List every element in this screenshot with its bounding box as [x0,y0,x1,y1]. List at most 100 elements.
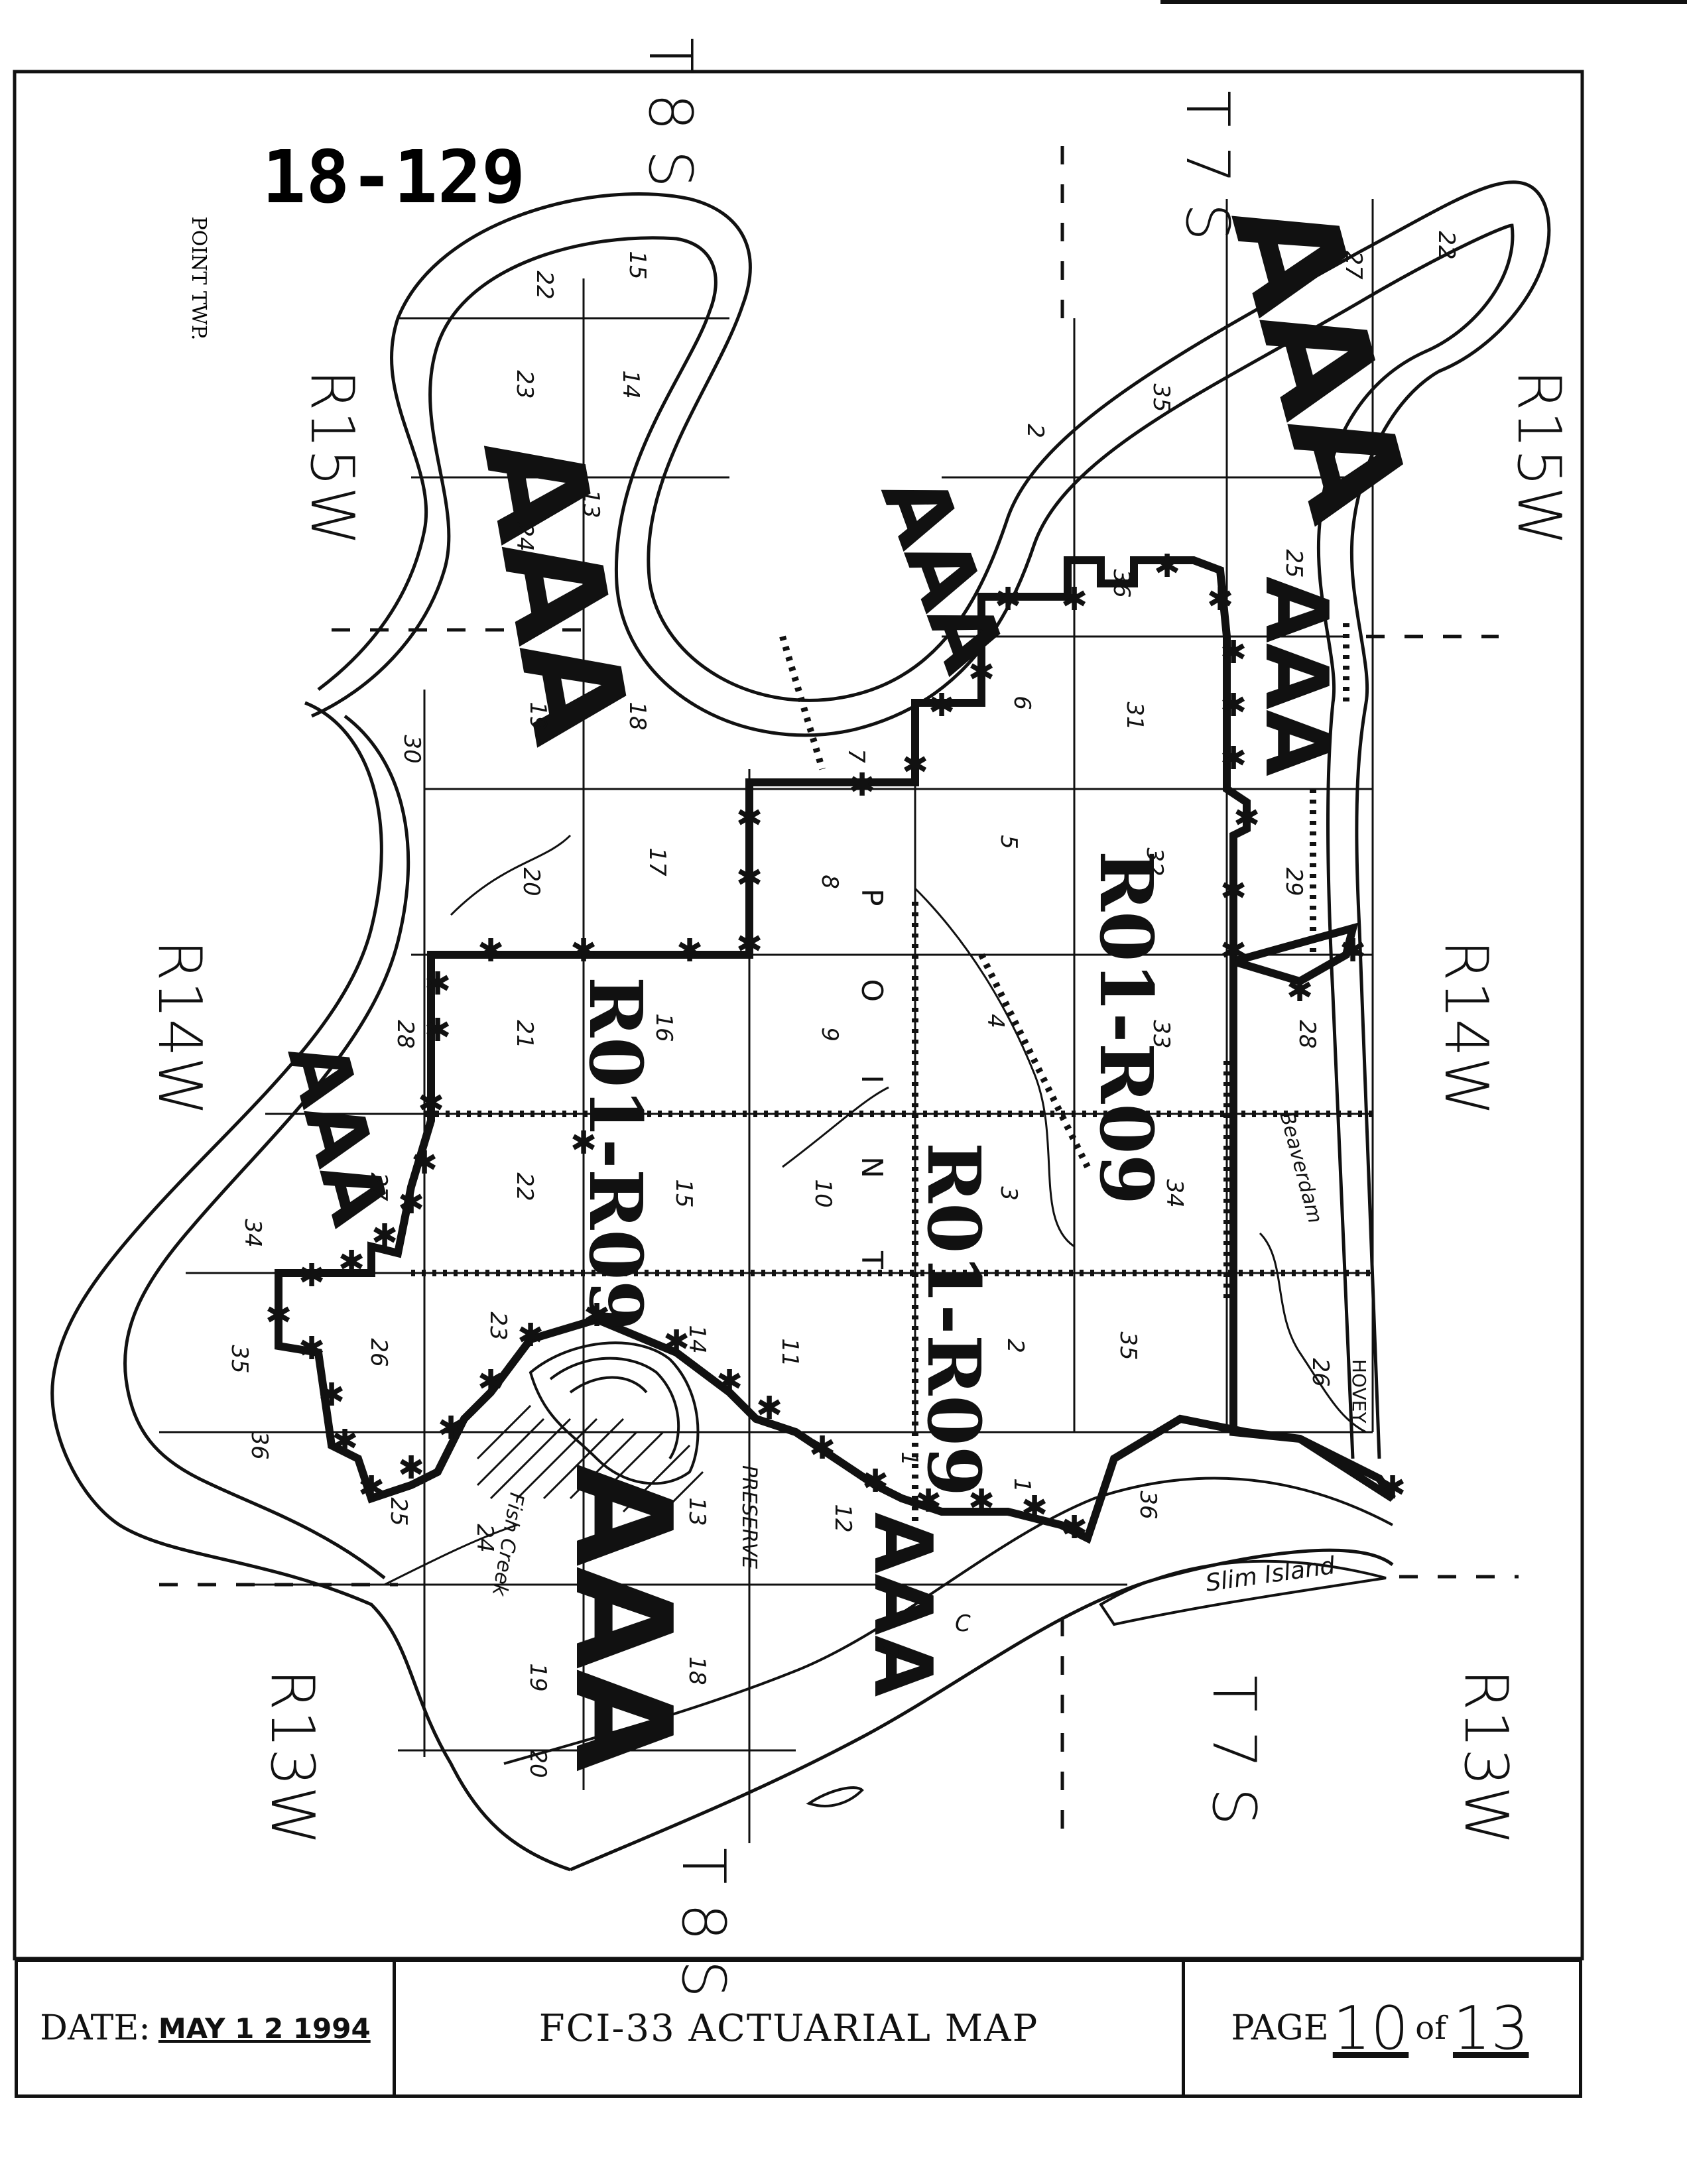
svg-text:✱: ✱ [318,1376,345,1414]
section-number: 2 [1022,424,1048,438]
slim-island-label: Slim Island [1204,1552,1338,1597]
section-number: 1 [1009,1478,1035,1492]
section-number: 30 [399,735,425,763]
svg-text:✱: ✱ [676,932,703,969]
svg-text:✱: ✱ [902,747,928,784]
zone-aaa-label: AAA [269,1032,406,1235]
preserve-label: PRESERVE [737,1465,761,1569]
roads [411,623,1373,1525]
stamp-number: 18-129 [262,135,525,219]
zone-boundary [275,556,1396,1544]
section-number: 27 [365,1172,392,1201]
map-footer: DATE: MAY 1 2 1994 FCI-33 ACTUARIAL MAP … [15,1959,1582,2098]
page-cell: PAGE 10 of 13 [1185,1962,1579,2094]
left-river-bank [50,701,571,1872]
zone-aaa-label: AAA [1246,576,1347,776]
svg-text:✱: ✱ [1220,687,1247,724]
section-number: 13 [578,489,604,518]
svg-text:✱: ✱ [424,1012,451,1049]
svg-text:✱: ✱ [736,859,763,896]
section-number: 18 [684,1656,710,1685]
section-number: 13 [684,1497,710,1526]
section-number: 33 [1148,1020,1174,1048]
svg-text:✱: ✱ [424,965,451,1002]
section-number: 10 [810,1179,836,1207]
section-number: 3 [995,1186,1022,1201]
svg-text:✱: ✱ [928,687,955,724]
map-title: FCI-33 ACTUARIAL MAP [538,2006,1039,2050]
svg-text:✱: ✱ [736,800,763,837]
svg-text:✱: ✱ [1220,634,1247,671]
svg-text:✱: ✱ [371,1217,398,1254]
section-number: 22 [511,1172,538,1201]
svg-text:✱: ✱ [298,1330,325,1367]
svg-text:✱: ✱ [995,581,1021,618]
section-number: 20 [518,867,544,896]
section-number: 36 [1135,1490,1161,1519]
section-number: 23 [485,1311,511,1340]
section-number: 15 [624,251,651,279]
hovey-label: HOVEY [1348,1359,1370,1424]
svg-text:✱: ✱ [1061,581,1088,618]
svg-text:✱: ✱ [411,1144,438,1182]
section-number: 25 [385,1497,412,1526]
svg-text:✱: ✱ [1154,548,1180,585]
svg-text:✱: ✱ [1286,972,1313,1009]
svg-text:✱: ✱ [570,932,597,969]
page-total: 13 [1452,1993,1529,2063]
date-value: MAY 1 2 1994 [158,2012,371,2045]
section-number: 35 [1148,383,1174,412]
page-label: PAGE [1231,2008,1329,2048]
svg-text:✱: ✱ [915,1483,942,1520]
zone-r01r09-label: R01-R09 [573,977,658,1331]
zone-r01r09-label: R01-R09 [1084,851,1169,1205]
section-number: 7 [876,1644,903,1658]
svg-text:✱: ✱ [477,1363,504,1400]
svg-text:✱: ✱ [570,1124,597,1162]
svg-text:✱: ✱ [584,1297,610,1334]
zone-aaa-label: AAA [856,1512,948,1697]
svg-text:✱: ✱ [1233,800,1260,837]
section-number: 17 [644,847,670,877]
section-number: 4 [982,1014,1009,1028]
section-number: 6 [1009,696,1035,710]
svg-text:✱: ✱ [332,1423,358,1460]
section-number: 36 [1108,569,1135,597]
section-number: 25 [1281,549,1307,577]
section-number: 21 [511,1020,538,1048]
creeks [384,834,1367,1586]
range-label-r15w-left: R15W [297,369,367,546]
svg-text:✱: ✱ [809,1429,836,1467]
section-number: 11 [777,1338,803,1366]
section-numbers: 22 15 23 14 24 13 19 18 17 20 21 16 28 2… [226,231,1460,1778]
township-label-bottom-left: T 8 S [668,1848,738,1998]
river-bank-inner [310,223,1515,1459]
svg-text:✱: ✱ [1021,1489,1048,1526]
section-number: 34 [1161,1179,1188,1207]
range-label-r13w-left: R13W [257,1669,327,1845]
svg-text:✱: ✱ [862,1463,889,1500]
page-of: of [1415,2010,1446,2047]
svg-text:✱: ✱ [756,1390,782,1427]
section-number: 12 [830,1504,856,1532]
township-label-top-left: T 8 S [635,38,705,188]
section-number: 24 [471,1524,498,1552]
svg-text:✱: ✱ [1220,873,1247,910]
svg-text:✱: ✱ [1061,1509,1088,1546]
svg-text:✱: ✱ [663,1323,690,1361]
section-number: 26 [1307,1358,1334,1386]
zone-aaa-label: AAA [545,1464,700,1772]
svg-text:✱: ✱ [398,1449,424,1486]
preserve-area [529,1341,700,1485]
section-number: 14 [617,370,644,398]
date-label: DATE: [40,2008,151,2048]
section-number: 26 [365,1338,392,1366]
section-number: 34 [239,1219,266,1247]
section-number: 1 [896,1451,922,1466]
svg-text:✱: ✱ [265,1297,292,1334]
section-number: 14 [684,1325,710,1353]
point-label: POINT [855,888,889,1342]
zone-r01r09-label: R01-R09 [911,1142,997,1497]
section-number: 16 [651,1013,677,1042]
svg-text:✱: ✱ [438,1410,464,1447]
